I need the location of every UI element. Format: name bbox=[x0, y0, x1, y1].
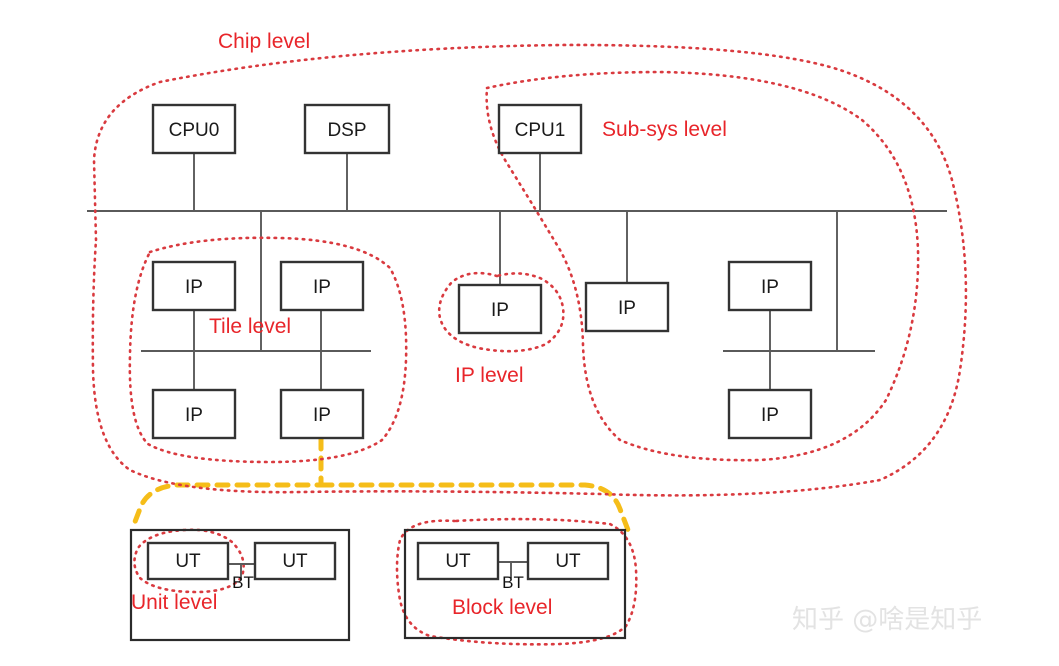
unit-level-loop bbox=[133, 528, 245, 594]
node-ut-block-right[interactable]: UT bbox=[526, 541, 610, 581]
node-ip-tile-bottom-left-box[interactable] bbox=[151, 388, 237, 440]
node-ut-unit-right-label: UT bbox=[282, 551, 308, 572]
node-dsp-label: DSP bbox=[327, 120, 366, 141]
node-ip-tile-top-left-label: IP bbox=[185, 277, 203, 298]
node-cpu1-box[interactable] bbox=[497, 103, 583, 155]
ip-nodes: IP IP IP IP IP IP bbox=[151, 260, 813, 440]
node-cpu1-label: CPU1 bbox=[515, 120, 566, 141]
tile-level-loop bbox=[128, 236, 408, 464]
processor-nodes: CPU0 DSP CPU1 bbox=[151, 103, 583, 155]
bt-label-block: BT bbox=[502, 573, 524, 592]
node-dsp[interactable]: DSP bbox=[303, 103, 391, 155]
node-ut-block-right-label: UT bbox=[555, 551, 581, 572]
level-label-ip: IP level bbox=[455, 364, 524, 387]
unit-container bbox=[129, 528, 351, 642]
level-label-chip: Chip level bbox=[218, 30, 310, 53]
level-label-unit: Unit level bbox=[131, 591, 217, 614]
node-cpu0[interactable]: CPU0 bbox=[151, 103, 237, 155]
node-ut-unit-left-box[interactable] bbox=[146, 541, 230, 581]
node-ut-unit-right[interactable]: UT bbox=[253, 541, 337, 581]
block-level-loop bbox=[395, 517, 638, 646]
node-ut-block-left-box[interactable] bbox=[416, 541, 500, 581]
orange-link-group bbox=[130, 435, 631, 533]
ip-level-loop bbox=[437, 271, 565, 353]
node-ip-subsys-top-right-box[interactable] bbox=[727, 260, 813, 312]
red-annotation-loops bbox=[91, 43, 968, 646]
node-ut-unit-left[interactable]: UT bbox=[146, 541, 230, 581]
chip-level-loop bbox=[91, 43, 968, 497]
node-ip-ip-level-label: IP bbox=[491, 300, 509, 321]
leaf-nodes: UT UT UT UT bbox=[146, 541, 610, 581]
node-ut-unit-right-box[interactable] bbox=[253, 541, 337, 581]
bt-label-unit: BT bbox=[232, 573, 254, 592]
node-ip-subsys-middle-box[interactable] bbox=[584, 281, 670, 333]
node-ut-block-left[interactable]: UT bbox=[416, 541, 500, 581]
node-ip-tile-top-right-label: IP bbox=[313, 277, 331, 298]
node-ip-ip-level[interactable]: IP bbox=[457, 283, 543, 335]
node-ip-subsys-middle[interactable]: IP bbox=[584, 281, 670, 333]
node-ip-tile-bottom-right[interactable]: IP bbox=[279, 388, 365, 440]
level-label-tile: Tile level bbox=[209, 315, 291, 338]
node-ip-subsys-middle-label: IP bbox=[618, 298, 636, 319]
node-ip-subsys-top-right[interactable]: IP bbox=[727, 260, 813, 312]
node-ip-tile-bottom-right-box[interactable] bbox=[279, 388, 365, 440]
node-dsp-box[interactable] bbox=[303, 103, 391, 155]
bus-wires bbox=[87, 153, 947, 390]
node-cpu1[interactable]: CPU1 bbox=[497, 103, 583, 155]
node-cpu0-box[interactable] bbox=[151, 103, 237, 155]
node-ip-tile-bottom-left[interactable]: IP bbox=[151, 388, 237, 440]
zhihu-watermark: 知乎 @啥是知乎 bbox=[792, 605, 982, 635]
bt-labels: BT BT bbox=[232, 573, 524, 592]
node-cpu0-label: CPU0 bbox=[169, 120, 220, 141]
orange-link-path bbox=[130, 435, 324, 530]
node-ip-tile-top-right[interactable]: IP bbox=[279, 260, 365, 312]
node-ip-tile-bottom-left-label: IP bbox=[185, 405, 203, 426]
node-ip-subsys-bottom-right[interactable]: IP bbox=[727, 388, 813, 440]
level-labels: Chip level Sub-sys level Tile level IP l… bbox=[131, 30, 727, 619]
node-ip-tile-top-left-box[interactable] bbox=[151, 260, 237, 312]
block-container bbox=[403, 528, 627, 640]
node-ip-subsys-top-right-label: IP bbox=[761, 277, 779, 298]
leaf-wires bbox=[228, 561, 528, 580]
orange-link-path-right bbox=[318, 482, 631, 533]
node-ip-subsys-bottom-right-box[interactable] bbox=[727, 388, 813, 440]
node-ip-subsys-bottom-right-label: IP bbox=[761, 405, 779, 426]
level-label-block: Block level bbox=[452, 596, 552, 619]
sub-sys-level-loop bbox=[485, 70, 920, 462]
containers bbox=[129, 528, 627, 642]
node-ut-unit-left-label: UT bbox=[175, 551, 201, 572]
level-label-sub-sys: Sub-sys level bbox=[602, 118, 727, 141]
node-ut-block-left-label: UT bbox=[445, 551, 471, 572]
node-ip-tile-bottom-right-label: IP bbox=[313, 405, 331, 426]
node-ip-tile-top-left[interactable]: IP bbox=[151, 260, 237, 312]
node-ip-tile-top-right-box[interactable] bbox=[279, 260, 365, 312]
node-ip-ip-level-box[interactable] bbox=[457, 283, 543, 335]
node-ut-block-right-box[interactable] bbox=[526, 541, 610, 581]
